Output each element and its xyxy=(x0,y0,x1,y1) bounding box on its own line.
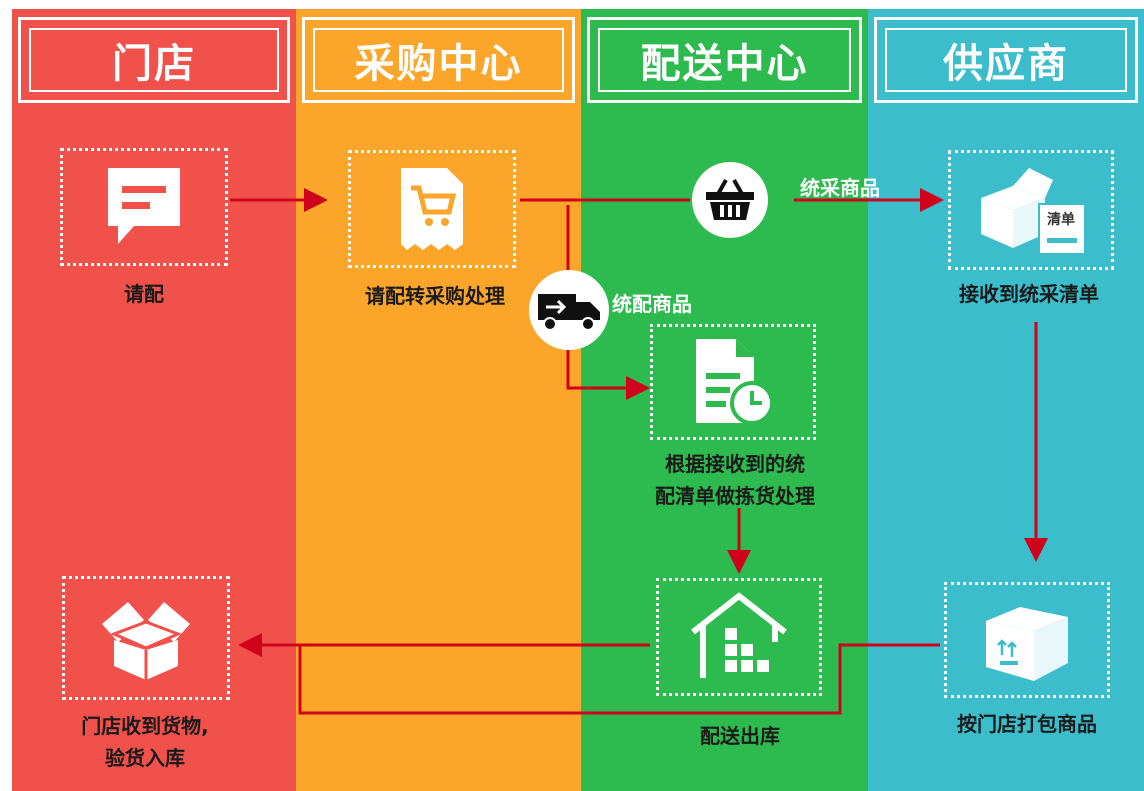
edge-label-central-purchase: 统采商品 xyxy=(800,176,880,200)
header-store: 门店 xyxy=(18,17,290,103)
warehouse-icon xyxy=(691,592,787,678)
header-delivery-title: 配送中心 xyxy=(598,28,851,92)
header-supplier: 供应商 xyxy=(874,17,1138,103)
arrow-purchase-to-picking xyxy=(566,205,650,400)
supplier-list-badge: 清单 xyxy=(1047,212,1075,228)
cart-receipt-icon xyxy=(401,168,463,250)
document-clock-icon xyxy=(696,339,774,425)
node-ship-out xyxy=(656,578,822,696)
label-store-receive-line1: 门店收到货物, xyxy=(81,714,209,738)
column-purchase-center: 采购中心 xyxy=(296,9,581,791)
header-store-title: 门店 xyxy=(29,28,279,92)
box-list-icon xyxy=(981,168,1086,255)
label-picking-line1: 根据接收到的统 xyxy=(665,452,805,476)
node-picking xyxy=(650,324,816,440)
label-request: 请配 xyxy=(124,282,164,306)
header-purchase: 采购中心 xyxy=(302,17,575,103)
label-supplier-receive: 接收到统采清单 xyxy=(959,282,1099,306)
open-box-icon xyxy=(102,602,190,680)
message-icon xyxy=(108,168,180,244)
label-ship-out: 配送出库 xyxy=(700,724,780,748)
header-delivery: 配送中心 xyxy=(587,17,862,103)
edge-label-central-delivery: 统配商品 xyxy=(612,292,692,316)
header-purchase-title: 采购中心 xyxy=(313,28,564,92)
node-pack xyxy=(944,582,1110,698)
basket-circle xyxy=(692,162,768,238)
header-supplier-title: 供应商 xyxy=(885,28,1127,92)
node-to-purchase xyxy=(348,150,516,268)
truck-circle xyxy=(529,270,609,350)
label-picking-line2: 配清单做拣货处理 xyxy=(655,484,815,508)
line-pack-to-store xyxy=(298,643,940,715)
basket-icon xyxy=(706,179,754,220)
truck-icon xyxy=(538,294,600,331)
node-request xyxy=(60,148,228,266)
package-icon xyxy=(986,607,1068,681)
label-store-receive-line2: 验货入库 xyxy=(105,746,185,770)
label-pack: 按门店打包商品 xyxy=(957,712,1097,736)
node-store-receive xyxy=(62,576,230,700)
node-supplier-receive: 清单 xyxy=(948,150,1114,270)
label-to-purchase: 请配转采购处理 xyxy=(365,284,505,308)
